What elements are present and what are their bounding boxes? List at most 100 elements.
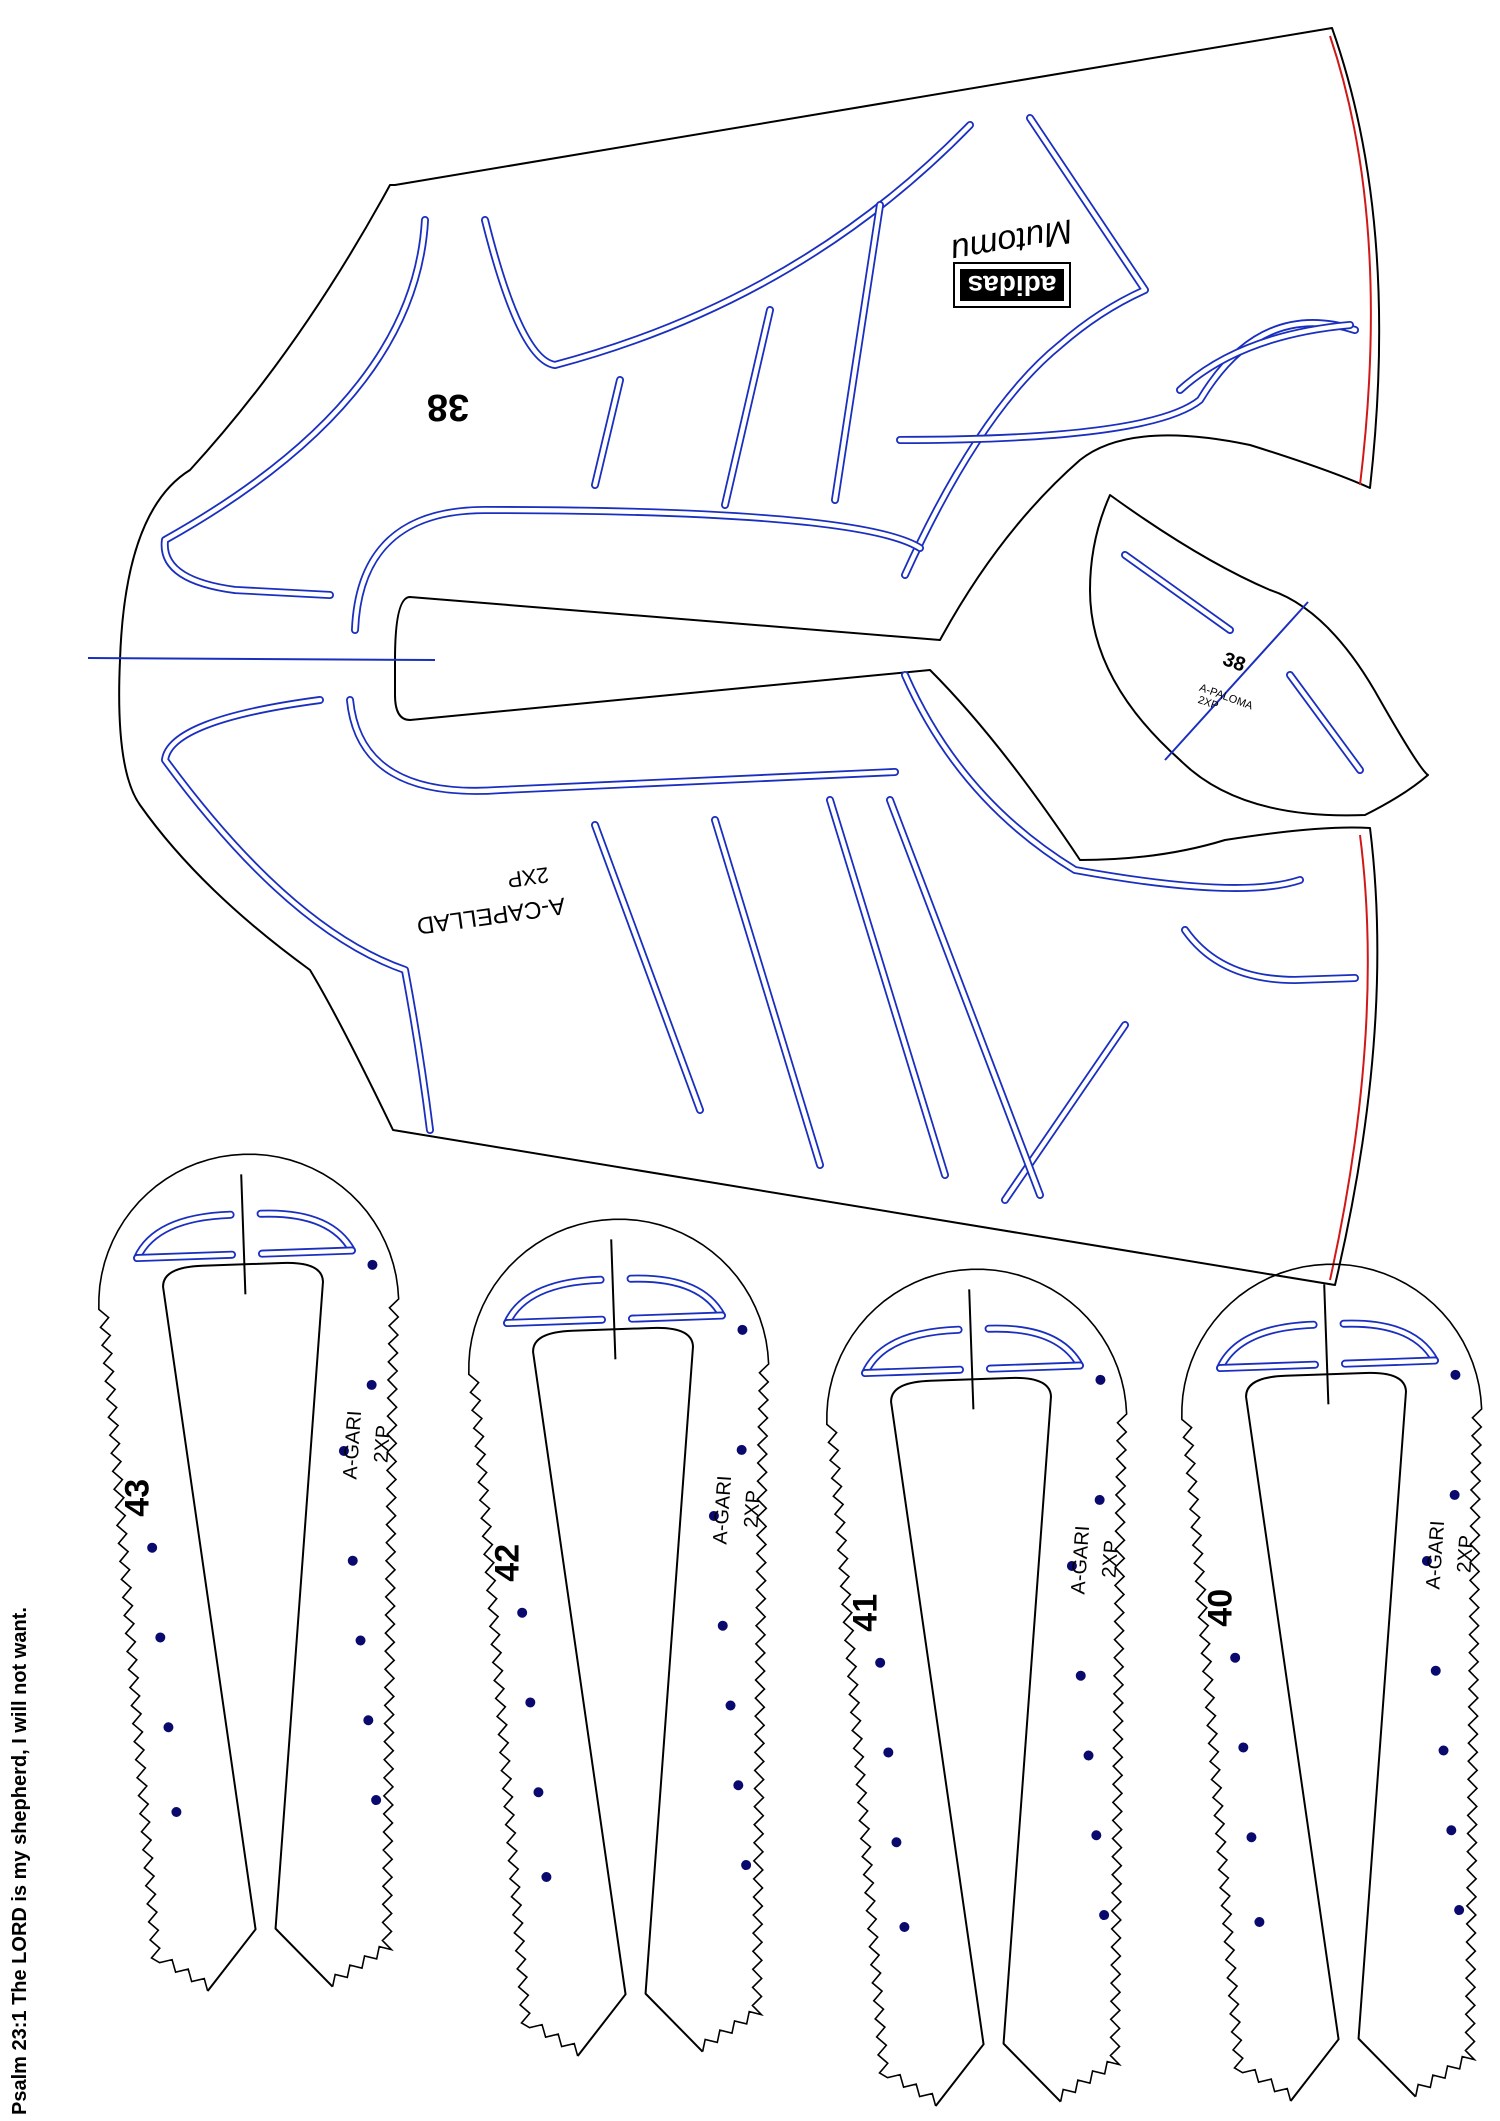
insole-punch-dot [1421,1555,1432,1566]
insole-stitch-inner [134,1212,233,1261]
insole-punch-dot [1454,1905,1465,1916]
insole-stitch-inner [862,1367,963,1376]
insole-size-label: 43 [118,1479,156,1517]
insole-punch-dot [147,1542,158,1553]
insole-punch-dot [737,1324,748,1335]
upper-size-label: 38 [427,386,469,428]
insole-size-label: 41 [846,1594,884,1632]
insole-punch-dot [875,1657,886,1668]
insole-count-label: 2XP [1098,1539,1123,1578]
insole-punch-dot [171,1807,182,1818]
insole-punch-dot [366,1379,377,1390]
upper-stitch-lines [160,114,1359,1204]
insole-stitch-inner [1342,1358,1438,1366]
upper-centre-line [87,657,436,661]
insole-stitch-inner [986,1326,1083,1368]
insole-cut-edge [1181,1263,1483,2102]
insole-punch-dot [517,1607,528,1618]
upper-pattern-piece: adidas Mutomu 38 A-CAPELLAD 2XP [87,27,1381,1286]
insole-punch-dot [1246,1832,1257,1843]
insole-stitch-inner [1217,1362,1318,1371]
insole-punch-dot [363,1715,374,1726]
insole-inner-outline [1245,1371,1417,2102]
insole-stitch-inner [258,1211,355,1253]
insole-punch-dot [717,1620,728,1631]
brand-logo-text: adidas [968,270,1057,301]
insole-model-label: A-GARI [1067,1525,1094,1595]
insole-punch-dot [1075,1670,1086,1681]
upper-model-label: A-CAPELLAD [415,892,567,940]
upper-outline [118,27,1381,1286]
insole-punch-dot [1438,1745,1449,1756]
insole-punch-dot [1083,1750,1094,1761]
insole-cut-edge [468,1218,770,2057]
insole-inner-outline [532,1326,704,2057]
insole-stitch-inner [259,1248,355,1256]
insole-punch-dot [1094,1494,1105,1505]
insole-stitch-inner [504,1277,603,1326]
insole-punch-dot [525,1697,536,1708]
insole-stitch-inner [628,1276,725,1318]
insole-punch-dot [1254,1917,1265,1928]
insole-stitch-inner [1341,1321,1438,1363]
insole-punch-dot [163,1722,174,1733]
insole-punch-dot [541,1872,552,1883]
brand-logo: adidas [953,262,1071,308]
insole-stitch-inner [629,1313,725,1321]
insole-punch-dot [708,1510,719,1521]
signature-mark: Mutomu [948,211,1076,270]
insole-punch-dot [1091,1830,1102,1841]
upper-edge-mark-top [1329,35,1372,486]
insole-inner-outline [162,1261,334,1992]
insole-count-label: 2XP [1453,1534,1478,1573]
insole-stitch-inner [134,1252,235,1261]
insole-centre-mark [610,1239,617,1360]
insole-punch-dot [733,1780,744,1791]
insole-punch-dot [883,1747,894,1758]
insole-punch-dot [347,1555,358,1566]
insole-size-label: 42 [488,1544,526,1582]
insole-punch-dot [1430,1665,1441,1676]
insole-punch-dot [355,1635,366,1646]
insole-punch-dot [1446,1825,1457,1836]
insole-model-label: A-GARI [1422,1520,1449,1590]
upper-edge-mark-bottom [1329,834,1369,1281]
insole-punch-dot [725,1700,736,1711]
insole-stitch-inner [504,1317,605,1326]
insole-cut-edge [826,1268,1128,2107]
insole-punch-dot [741,1860,752,1871]
footer-verse: Psalm 23:1 The LORD is my shepherd, I wi… [9,1607,31,2115]
insole-punch-dot [367,1259,378,1270]
insole-count-label: 2XP [370,1424,395,1463]
insole-punch-dot [891,1837,902,1848]
insole-cut-edge [98,1153,400,1992]
insole-centre-mark [1323,1284,1330,1405]
upper-count-label: 2XP [506,862,551,893]
tongue-pattern-piece: 38 A-PALOMA 2XP [1089,494,1429,817]
tongue-stitch-lines [1121,551,1364,774]
insole-punch-dot [338,1445,349,1456]
insole-punch-dot [1450,1369,1461,1380]
insole-punch-dot [1238,1742,1249,1753]
tongue-cut-line [1164,601,1309,761]
insole-inner-outline [890,1376,1062,2107]
insole-punch-dot [371,1795,382,1806]
signature-text: Mutomu [948,211,1076,270]
insole-centre-mark [240,1174,247,1295]
insole-punch-dot [533,1787,544,1798]
insole-stitch-inner [987,1363,1083,1371]
insole-count-label: 2XP [740,1489,765,1528]
insole-punch-dot [1449,1489,1460,1500]
insole-punch-dot [736,1444,747,1455]
insole-stitch-inner [1217,1322,1316,1371]
insole-model-label: A-GARI [339,1410,366,1480]
insole-punch-dot [1095,1374,1106,1385]
insole-punch-dot [1066,1560,1077,1571]
insole-stitch-inner [862,1327,961,1376]
tongue-outline [1089,494,1429,817]
